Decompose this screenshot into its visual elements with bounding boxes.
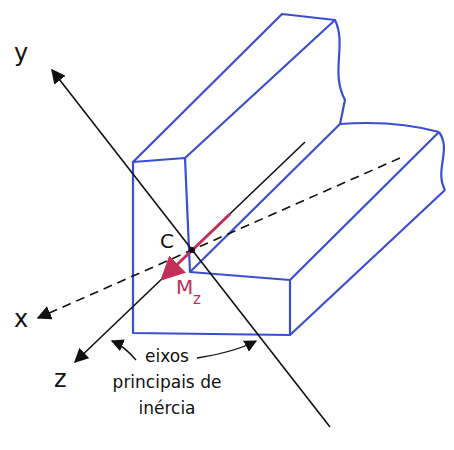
horizontal-leg-top [290, 132, 439, 280]
leader-left [112, 341, 136, 360]
horizontal-leg-back [340, 123, 439, 132]
leader-right [197, 341, 256, 358]
y-axis [52, 70, 330, 427]
inner-corner-edge [190, 124, 340, 272]
axes-note: eixos principais de inércia [112, 343, 222, 421]
angle-profile [133, 14, 445, 335]
axis-label: y [14, 40, 28, 68]
moment-subscript: z [193, 291, 201, 308]
axis-label: z [54, 366, 67, 394]
horizontal-leg-cut [439, 132, 445, 190]
centroid-dot [189, 247, 195, 253]
x-axis [38, 158, 400, 318]
vertical-leg-cut [335, 20, 345, 124]
vertical-leg-top [133, 14, 335, 162]
z-axis [75, 142, 305, 362]
moment-label: M [176, 276, 193, 299]
bottom-edge [290, 190, 445, 335]
principal-axes [38, 70, 400, 427]
centroid-label: C [160, 230, 174, 253]
front-face [133, 158, 290, 335]
axis-label: x [14, 306, 28, 334]
